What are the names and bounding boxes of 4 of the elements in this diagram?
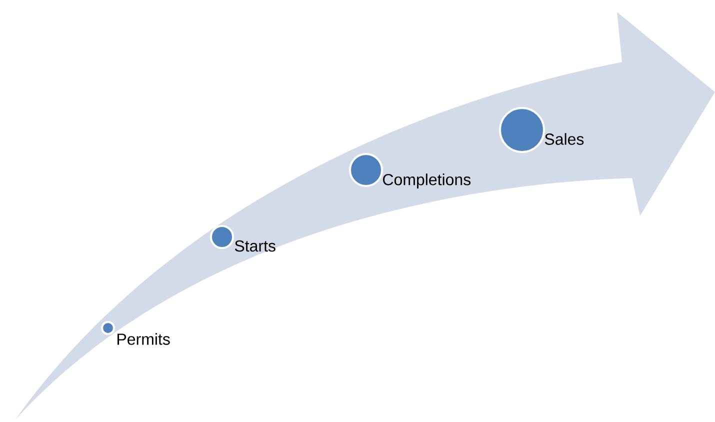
label: Completions — [383, 174, 471, 188]
label: Sales — [544, 133, 584, 145]
label: Starts — [234, 240, 276, 252]
label: Permits — [118, 333, 170, 345]
